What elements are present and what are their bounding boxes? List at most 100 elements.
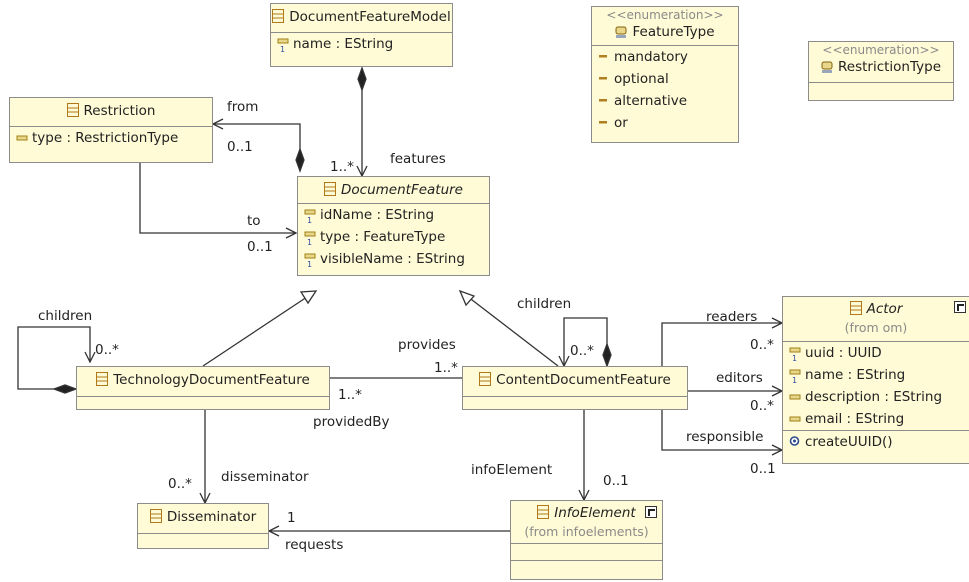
class-icon bbox=[149, 509, 162, 528]
id-attribute-icon: 1 bbox=[304, 248, 316, 277]
svg-text:1: 1 bbox=[792, 354, 797, 363]
literal-name: mandatory bbox=[614, 49, 688, 65]
edge-generalization-content bbox=[462, 292, 559, 367]
label-readers: readers bbox=[706, 309, 758, 325]
label-provides: provides bbox=[398, 337, 456, 353]
label-disseminator-multiplicity: 0..* bbox=[168, 476, 192, 492]
class-technology-document-feature[interactable]: TechnologyDocumentFeature bbox=[76, 366, 330, 410]
attribute-name: type : FeatureType bbox=[320, 229, 446, 245]
class-restriction[interactable]: Restriction type : RestrictionType bbox=[9, 97, 213, 163]
label-provides-multiplicity: 1..* bbox=[434, 360, 458, 376]
class-name: DocumentFeature bbox=[341, 182, 463, 198]
attribute-section bbox=[463, 396, 687, 405]
attribute-row[interactable]: type : RestrictionType bbox=[10, 127, 212, 149]
enumeration-icon bbox=[615, 25, 627, 43]
class-header: DocumentFeatureModel bbox=[271, 4, 452, 28]
literal-icon bbox=[598, 46, 610, 75]
label-to: to bbox=[247, 213, 261, 229]
label-editors: editors bbox=[716, 370, 763, 386]
attribute-section bbox=[511, 543, 662, 560]
edge-children-content-diamond bbox=[602, 342, 612, 368]
attribute-icon bbox=[789, 386, 801, 415]
class-restriction-type[interactable]: <<enumeration>> RestrictionType bbox=[808, 41, 954, 101]
svg-text:1: 1 bbox=[307, 238, 312, 247]
literal-name: alternative bbox=[614, 93, 688, 109]
attribute-row[interactable]: email : EString bbox=[783, 408, 969, 430]
edge-to bbox=[139, 162, 296, 233]
literal-section: mandatory optional alternative or bbox=[592, 45, 738, 134]
label-children-content-multiplicity: 0..* bbox=[570, 343, 594, 359]
label-children-technology: children bbox=[38, 308, 93, 324]
class-name: Actor bbox=[866, 301, 903, 317]
literal-name: optional bbox=[614, 71, 669, 87]
literal-icon bbox=[598, 68, 610, 97]
literal-row[interactable]: mandatory bbox=[592, 46, 738, 68]
edge-children-content bbox=[564, 317, 608, 366]
from-package-label: (from om) bbox=[844, 320, 908, 335]
attribute-section: type : RestrictionType bbox=[10, 126, 212, 149]
class-info-element[interactable]: InfoElement (from infoelements) bbox=[510, 500, 663, 580]
stereotype-label: <<enumeration>> bbox=[822, 43, 940, 57]
literal-icon bbox=[598, 112, 610, 141]
label-info-element: infoElement bbox=[471, 462, 553, 478]
literal-row[interactable]: optional bbox=[592, 68, 738, 90]
edge-generalization-technology bbox=[202, 292, 314, 367]
label-requests-multiplicity: 1 bbox=[287, 510, 296, 526]
label-children-content: children bbox=[517, 296, 572, 312]
id-attribute-icon: 1 bbox=[277, 33, 289, 62]
class-icon bbox=[324, 182, 336, 201]
class-icon bbox=[849, 301, 862, 320]
id-attribute-icon: 1 bbox=[304, 226, 316, 255]
operation-section: createUUID() bbox=[783, 430, 969, 453]
label-from-multiplicity: 0..1 bbox=[227, 139, 253, 155]
class-name: TechnologyDocumentFeature bbox=[113, 372, 310, 388]
label-provided-by: providedBy bbox=[313, 414, 390, 430]
class-feature-type[interactable]: <<enumeration>> FeatureType mandatory op… bbox=[591, 6, 739, 143]
label-readers-multiplicity: 0..* bbox=[750, 337, 774, 353]
class-icon bbox=[96, 372, 109, 391]
class-header: FeatureType bbox=[592, 23, 738, 43]
class-name: RestrictionType bbox=[838, 59, 941, 75]
attribute-row[interactable]: 1 type : FeatureType bbox=[298, 226, 489, 248]
label-editors-multiplicity: 0..* bbox=[750, 398, 774, 414]
edge-children-technology-diamond bbox=[52, 384, 78, 394]
from-package-label: (from infoelements) bbox=[524, 524, 649, 539]
label-responsible: responsible bbox=[686, 429, 764, 445]
literal-row[interactable]: alternative bbox=[592, 90, 738, 112]
attribute-icon bbox=[16, 127, 28, 156]
edge-from-diamond bbox=[295, 147, 305, 173]
edge-features-diamond bbox=[357, 66, 367, 92]
attribute-name: name : EString bbox=[293, 36, 394, 52]
class-name: Restriction bbox=[83, 103, 156, 119]
attribute-name: email : EString bbox=[805, 411, 905, 427]
operation-section bbox=[511, 560, 662, 573]
class-disseminator[interactable]: Disseminator bbox=[137, 503, 269, 549]
attribute-name: uuid : UUID bbox=[805, 345, 882, 361]
edge-readers bbox=[661, 323, 782, 366]
class-header: InfoElement bbox=[511, 501, 662, 524]
class-header: Actor bbox=[783, 297, 969, 320]
attribute-row[interactable]: 1 uuid : UUID bbox=[783, 342, 969, 364]
literal-row[interactable]: or bbox=[592, 112, 738, 134]
operation-row[interactable]: createUUID() bbox=[783, 431, 969, 453]
class-icon bbox=[66, 103, 79, 122]
attribute-row[interactable]: description : EString bbox=[783, 386, 969, 408]
id-attribute-icon: 1 bbox=[304, 204, 316, 233]
attribute-name: visibleName : EString bbox=[320, 251, 465, 267]
label-requests: requests bbox=[285, 537, 344, 553]
label-provided-by-multiplicity: 1..* bbox=[338, 387, 362, 403]
class-content-document-feature[interactable]: ContentDocumentFeature bbox=[462, 366, 688, 410]
class-header: Disseminator bbox=[138, 504, 268, 528]
class-icon bbox=[537, 505, 550, 524]
label-features: features bbox=[390, 151, 446, 167]
